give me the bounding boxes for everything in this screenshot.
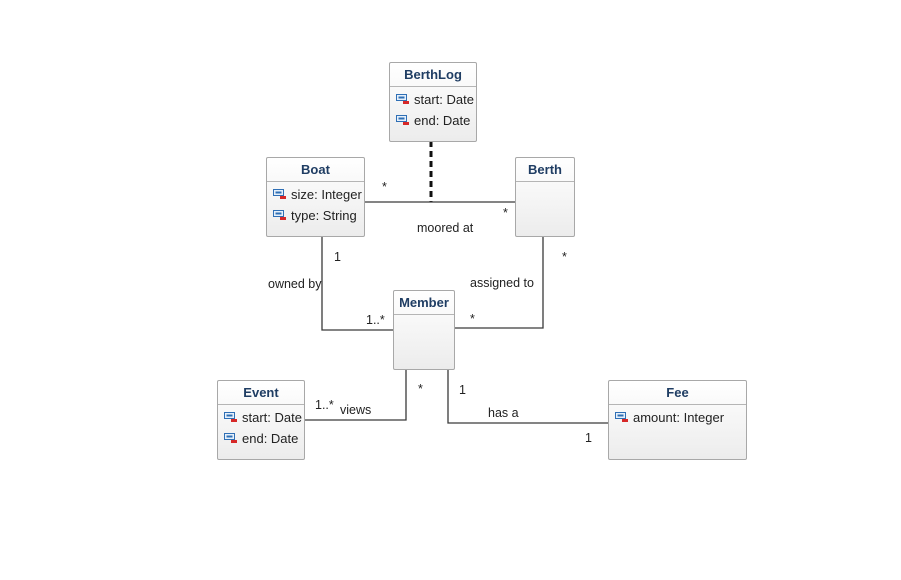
attribute-icon: [273, 210, 286, 220]
attribute-row[interactable]: type: String: [267, 205, 364, 226]
attribute-row[interactable]: amount: Integer: [609, 407, 746, 428]
attribute-icon: [224, 433, 237, 443]
association-label-has-a: has a: [488, 406, 519, 420]
attribute-row[interactable]: start: Date: [218, 407, 304, 428]
class-name: Fee: [609, 381, 746, 405]
multiplicity-berth-assigned-to: *: [562, 250, 567, 264]
attribute-text: size: Integer: [291, 187, 362, 202]
multiplicity-boat-owned-by: 1: [334, 250, 341, 264]
attribute-icon: [396, 115, 409, 125]
attribute-row[interactable]: start: Date: [390, 89, 476, 110]
attribute-icon: [224, 412, 237, 422]
class-name: Berth: [516, 158, 574, 182]
class-berth[interactable]: Berth: [515, 157, 575, 237]
attribute-text: end: Date: [414, 113, 471, 128]
attribute-text: start: Date: [242, 410, 302, 425]
attribute-icon: [615, 412, 628, 422]
multiplicity-member-owned-by: 1..*: [366, 313, 385, 327]
attribute-text: start: Date: [414, 92, 474, 107]
multiplicity-member-views: *: [418, 382, 423, 396]
class-fee[interactable]: Fee amount: Integer: [608, 380, 747, 460]
class-name: Boat: [267, 158, 364, 182]
association-label-owned-by: owned by: [268, 277, 322, 291]
views-line: [305, 369, 407, 421]
association-label-views: views: [340, 403, 372, 417]
multiplicity-event-views: 1..*: [315, 398, 334, 412]
class-member[interactable]: Member: [393, 290, 455, 370]
attribute-row[interactable]: size: Integer: [267, 184, 364, 205]
multiplicity-boat-moored-at: *: [382, 180, 387, 194]
attribute-row[interactable]: end: Date: [218, 428, 304, 449]
has-a-line: [447, 369, 608, 424]
class-berthlog[interactable]: BerthLog start: Date end: Date: [389, 62, 477, 142]
attribute-icon: [396, 94, 409, 104]
attribute-text: type: String: [291, 208, 357, 223]
class-event[interactable]: Event start: Date end: Date: [217, 380, 305, 460]
owned-by-line: [321, 236, 393, 331]
class-boat[interactable]: Boat size: Integer type: String: [266, 157, 365, 237]
association-label-assigned-to: assigned to: [470, 276, 534, 290]
multiplicity-berth-moored-at: *: [503, 206, 508, 220]
multiplicity-member-assigned-to: *: [470, 312, 475, 326]
attribute-text: end: Date: [242, 431, 299, 446]
attribute-row[interactable]: end: Date: [390, 110, 476, 131]
association-label-moored-at: moored at: [417, 221, 474, 235]
attribute-text: amount: Integer: [633, 410, 725, 425]
class-name: Event: [218, 381, 304, 405]
class-name: Member: [394, 291, 454, 315]
assigned-to-line: [455, 236, 544, 329]
class-name: BerthLog: [390, 63, 476, 87]
attribute-icon: [273, 189, 286, 199]
multiplicity-fee-has-a: 1: [585, 431, 592, 445]
multiplicity-member-has-a: 1: [459, 383, 466, 397]
